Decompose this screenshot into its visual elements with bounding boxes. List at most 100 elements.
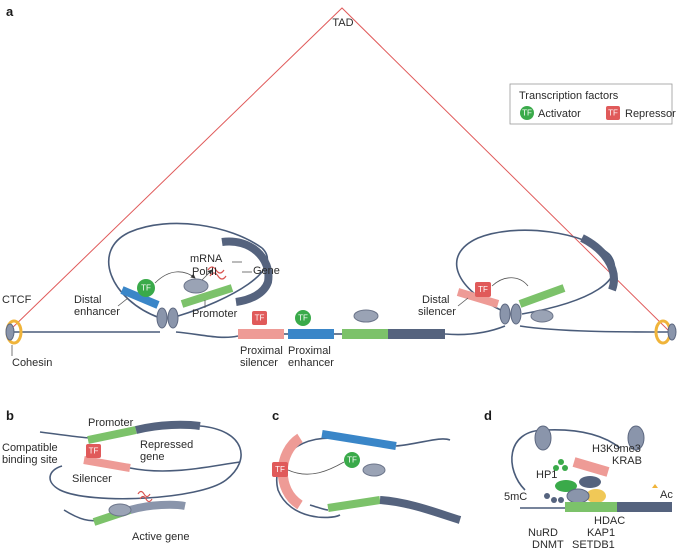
setdb1-label: SETDB1 bbox=[572, 539, 615, 551]
proximal-enhancer-segment bbox=[288, 329, 334, 339]
gene-segment bbox=[617, 502, 672, 512]
cohesin-icon bbox=[167, 307, 179, 329]
active-gene-label: Active gene bbox=[132, 531, 189, 543]
5mc-icon bbox=[544, 493, 550, 499]
mrna-icon bbox=[139, 495, 153, 503]
ctcf-icon bbox=[667, 323, 677, 341]
dna-strand bbox=[395, 438, 451, 447]
pol2-icon bbox=[530, 309, 554, 323]
proximal-enhancer-label-2: enhancer bbox=[288, 357, 334, 369]
cohesin-label: Cohesin bbox=[12, 357, 52, 369]
tad-label: TAD bbox=[332, 17, 353, 29]
nucleosome-icon bbox=[534, 425, 552, 451]
tf-label: TF bbox=[347, 456, 357, 465]
proximal-enhancer-label-1: Proximal bbox=[288, 345, 331, 357]
legend-title: Transcription factors bbox=[519, 90, 619, 102]
dnmt-label: DNMT bbox=[532, 539, 564, 551]
leader-line bbox=[117, 297, 129, 307]
panel-label-b: b bbox=[6, 408, 14, 423]
panel-label-a: a bbox=[6, 4, 14, 19]
kap1-icon bbox=[566, 488, 590, 504]
mrna-label: mRNA bbox=[190, 253, 223, 265]
hp1-complex-icon bbox=[555, 480, 577, 492]
gene-segment bbox=[580, 234, 618, 292]
tf-repressor-icon bbox=[252, 311, 267, 325]
distal-enhancer-label-1: Distal bbox=[74, 294, 102, 306]
legend-activator: Activator bbox=[538, 108, 581, 120]
tf-label: TF bbox=[141, 284, 151, 293]
gene-segment bbox=[221, 237, 273, 306]
hp1-label: HP1 bbox=[536, 469, 557, 481]
pol2-icon bbox=[353, 309, 379, 323]
cohesin-icon bbox=[499, 303, 511, 325]
active-gene-segment bbox=[128, 500, 186, 514]
tf-label: TF bbox=[89, 447, 99, 456]
tf-activator-icon bbox=[520, 106, 534, 120]
transcription-arrow bbox=[201, 269, 213, 281]
dna-strand bbox=[309, 504, 329, 511]
binding-site-label-1: Compatible bbox=[2, 442, 58, 454]
5mc-icon bbox=[558, 497, 564, 503]
repressed-gene-label-1: Repressed bbox=[140, 439, 193, 451]
ac-label: Ac bbox=[660, 489, 673, 501]
pol2-icon bbox=[108, 503, 132, 517]
promoter-label: Promoter bbox=[192, 308, 238, 320]
tf-repressor-icon bbox=[475, 282, 491, 297]
hp1-icon bbox=[558, 459, 564, 465]
dna-strand bbox=[177, 247, 269, 317]
tf-repressor-icon bbox=[272, 462, 288, 477]
tad-triangle bbox=[7, 7, 671, 333]
gene-segment bbox=[388, 329, 445, 339]
ac-icon bbox=[652, 484, 658, 488]
h3k9me3-label: H3K9me3 bbox=[592, 443, 641, 455]
distal-silencer-segment bbox=[456, 288, 500, 308]
hp1-icon bbox=[562, 465, 568, 471]
repressed-gene-label-2: gene bbox=[140, 451, 164, 463]
cohesin-icon bbox=[510, 303, 522, 325]
dna-loop bbox=[275, 437, 349, 519]
enhancer-segment bbox=[321, 430, 397, 450]
leader-line bbox=[457, 297, 469, 307]
tf-repressor-icon bbox=[86, 444, 101, 458]
krab-icon bbox=[579, 476, 601, 488]
dna-strand bbox=[129, 461, 241, 472]
hdac-icon bbox=[586, 489, 606, 503]
pol2-icon bbox=[183, 278, 209, 294]
tf-activator-icon bbox=[344, 452, 360, 468]
tf-activator-icon bbox=[295, 310, 311, 326]
repression-line bbox=[287, 461, 345, 475]
tf-label: TF bbox=[255, 314, 265, 323]
tf-activator-icon bbox=[137, 279, 155, 297]
dna-strand bbox=[444, 325, 506, 336]
legend: Transcription factors TF Activator TF Re… bbox=[509, 83, 676, 125]
repressed-gene-segment bbox=[135, 420, 201, 434]
promoter-segment bbox=[518, 284, 566, 308]
dna-loop bbox=[49, 425, 242, 500]
tf-label: TF bbox=[275, 465, 285, 474]
mrna-icon bbox=[207, 266, 225, 274]
distal-silencer-label-2: silencer bbox=[418, 306, 456, 318]
promoter-segment bbox=[565, 502, 617, 512]
dna-strand bbox=[39, 431, 91, 439]
hp1-icon bbox=[553, 465, 559, 471]
cohesin-icon bbox=[156, 307, 168, 329]
promoter-segment bbox=[342, 329, 388, 339]
tf-label: TF bbox=[478, 285, 488, 294]
nucleosome-icon bbox=[627, 425, 645, 451]
dna-strand bbox=[519, 325, 671, 333]
5mc-label: 5mC bbox=[504, 491, 527, 503]
hdac-label: HDAC bbox=[594, 515, 625, 527]
distal-enhancer-label-2: enhancer bbox=[74, 306, 120, 318]
binding-site-label-2: binding site bbox=[2, 454, 58, 466]
tf-label: TF bbox=[298, 314, 308, 323]
promoter-segment bbox=[327, 496, 381, 512]
dna-loop-right bbox=[456, 229, 611, 313]
ctcf-icon bbox=[5, 323, 15, 341]
promoter-segment bbox=[87, 426, 137, 444]
silencer-segment bbox=[83, 456, 131, 472]
ctcf-label: CTCF bbox=[2, 294, 32, 306]
mrna-icon bbox=[137, 490, 151, 498]
repression-line bbox=[491, 277, 529, 287]
kap1-label: KAP1 bbox=[587, 527, 615, 539]
